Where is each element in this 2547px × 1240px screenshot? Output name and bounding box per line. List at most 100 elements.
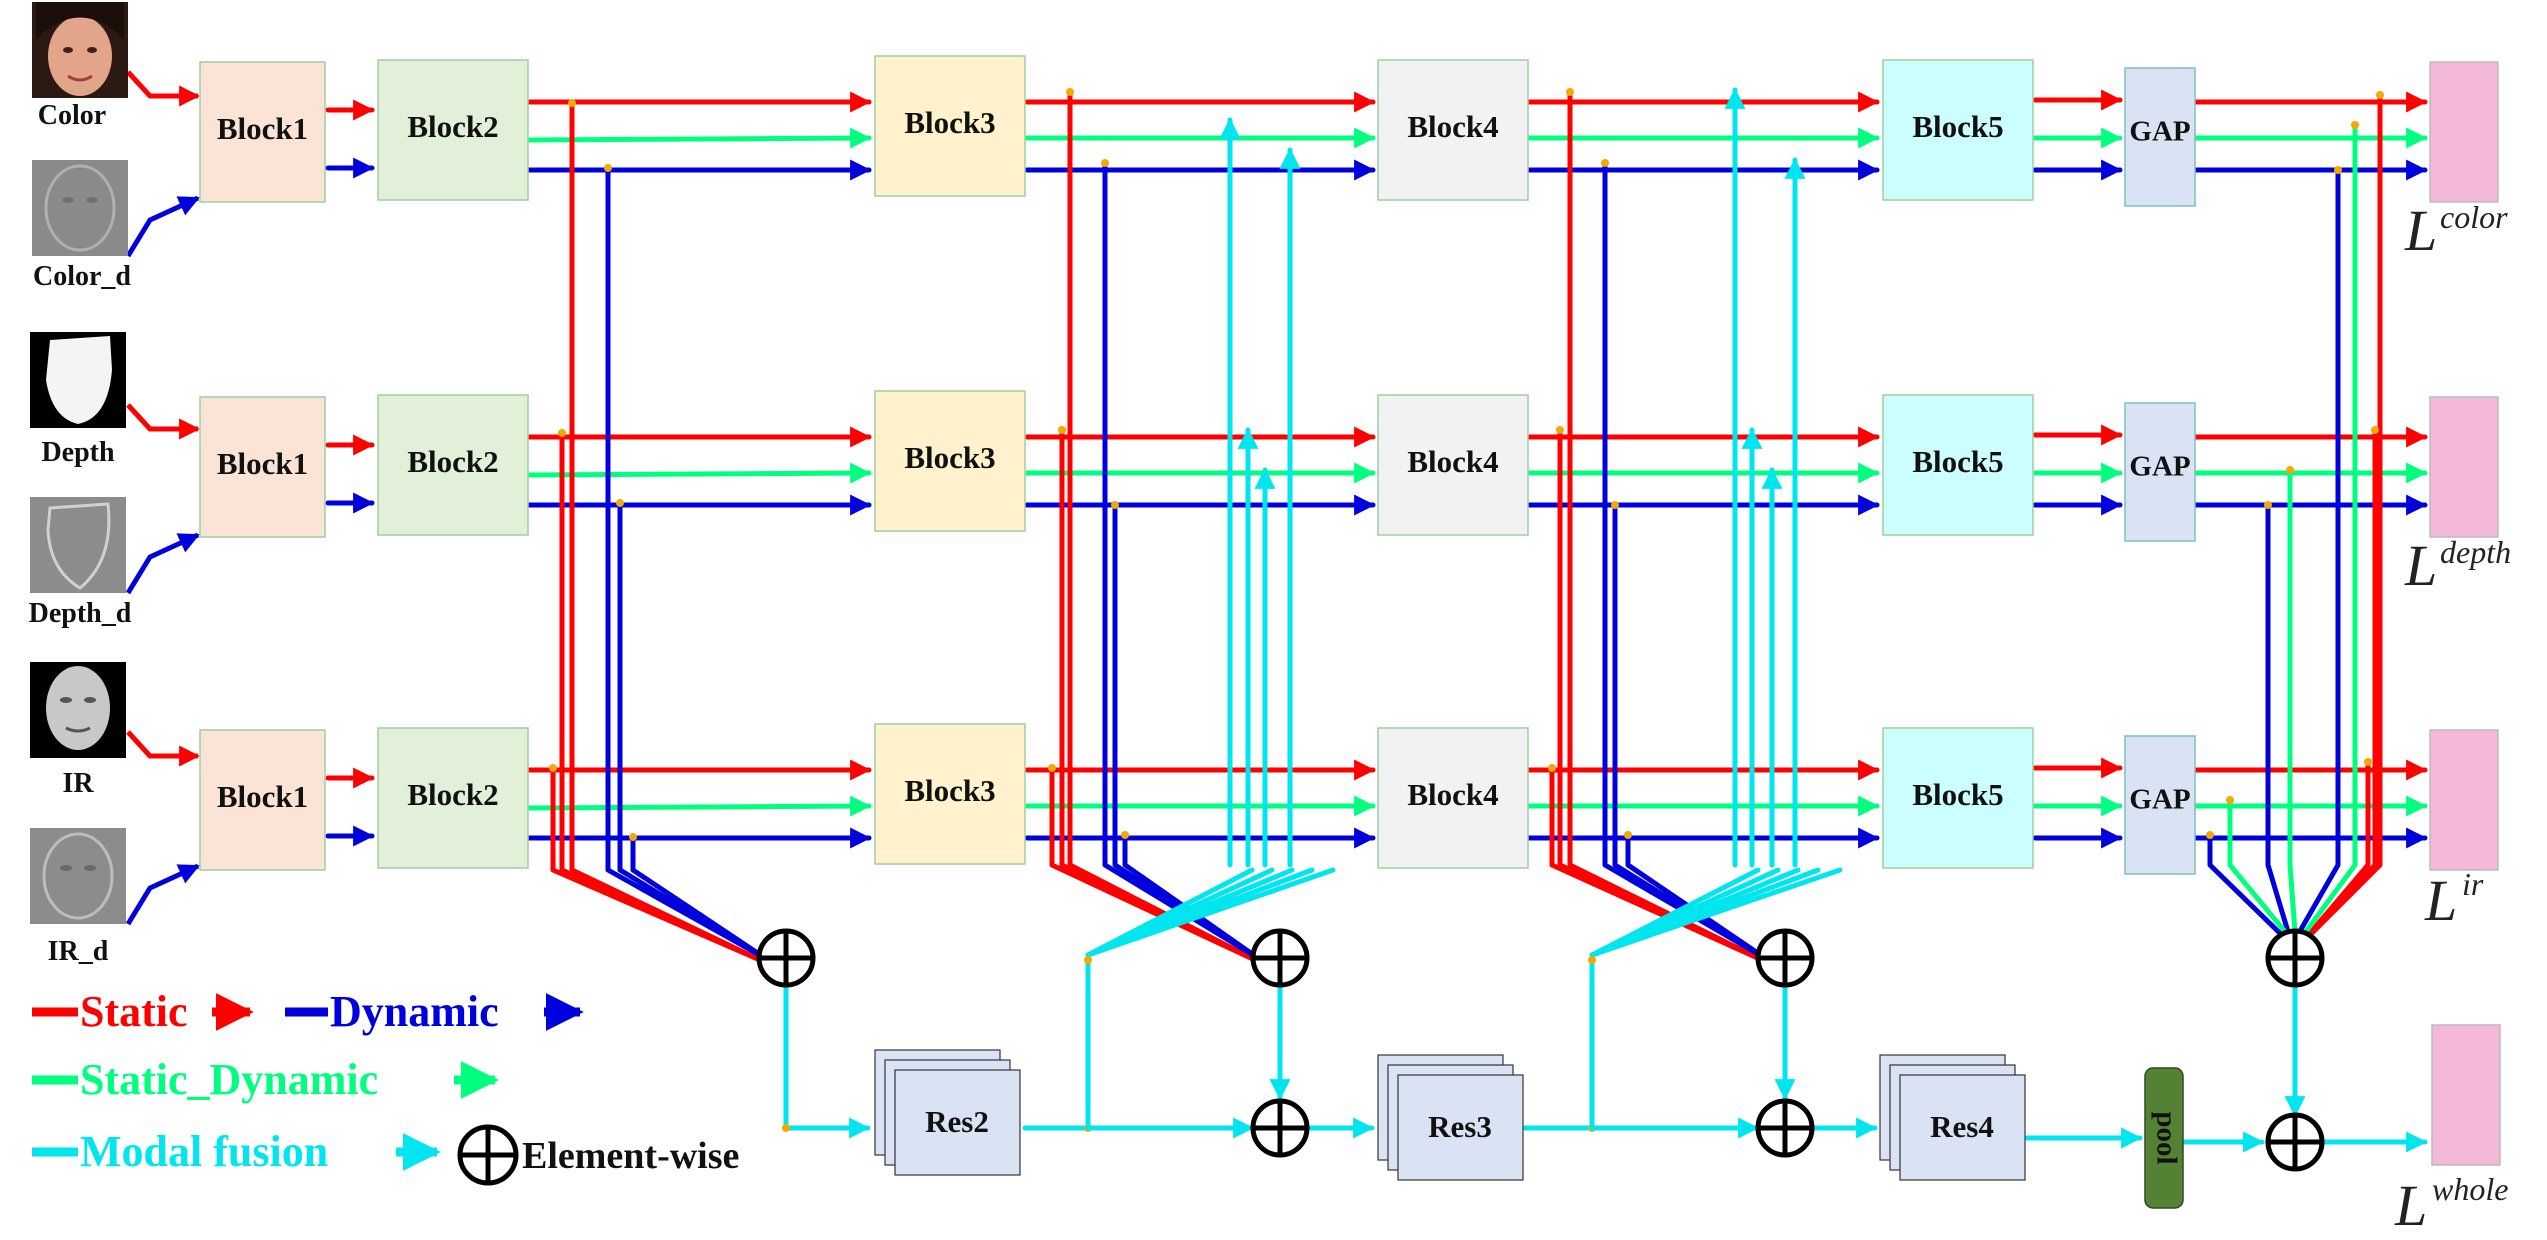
element-wise-icon	[457, 1124, 519, 1186]
sum-fusion3-icon	[1755, 1098, 1815, 1158]
block4-label: Block4	[1407, 777, 1498, 812]
gap-label: GAP	[2129, 116, 2190, 148]
color-d-image	[32, 160, 128, 256]
block3-label: Block3	[904, 105, 995, 140]
input-label-ir-d: IR_d	[48, 936, 109, 967]
junction-dot	[2334, 166, 2342, 174]
res-layer	[1899, 1074, 2026, 1181]
sum-whole-icon	[2265, 1112, 2325, 1172]
junction-dot	[2376, 91, 2384, 99]
depth-d-image	[30, 497, 126, 593]
junction-dot	[568, 99, 576, 107]
block2-label: Block2	[407, 109, 498, 144]
block4-label: Block4	[1407, 109, 1498, 144]
fan-static	[1067, 862, 1258, 963]
fusion-fan	[1589, 867, 1843, 958]
color-face-image	[32, 2, 128, 98]
junction-dot	[1556, 426, 1564, 434]
legend-static-dynamic-label: Static_Dynamic	[80, 1055, 378, 1104]
junction-dot	[549, 764, 557, 772]
svg-text:color: color	[2440, 199, 2508, 235]
block3-box	[874, 723, 1026, 865]
res3-block: Res3	[1377, 1054, 1524, 1181]
junction-dot	[604, 164, 612, 172]
fusion-fan	[1085, 867, 1336, 958]
res4-block-label: Res4	[1930, 1109, 1994, 1144]
input-label-depth-d: Depth_d	[29, 598, 132, 629]
block3-box	[874, 55, 1026, 197]
block5-box	[1882, 727, 2034, 869]
block2-label: Block2	[407, 444, 498, 479]
junction-dot	[782, 1124, 790, 1132]
sum-fusion2-icon	[1250, 1098, 1310, 1158]
loss-color-label: L color	[2404, 198, 2508, 263]
junction-dot	[629, 833, 637, 841]
legend-static-label: Static	[80, 987, 188, 1036]
svg-text:whole: whole	[2432, 1171, 2508, 1207]
fan-static	[569, 867, 763, 963]
fan-static	[2297, 862, 2383, 948]
pool-box	[2144, 1067, 2184, 1209]
junction-dot	[2286, 466, 2294, 474]
legend-element-wise-label: Element-wise	[522, 1135, 739, 1177]
junction-dot	[2226, 796, 2234, 804]
svg-text:L: L	[2404, 533, 2437, 598]
gap-box	[2124, 735, 2196, 875]
input-images	[30, 2, 128, 924]
block4-label: Block4	[1407, 444, 1498, 479]
junction-dot	[2351, 121, 2359, 129]
res2-block: Res2	[874, 1049, 1021, 1176]
junction-dot	[1548, 764, 1556, 772]
ir-d-image	[30, 828, 126, 924]
junction-dot	[1624, 831, 1632, 839]
junction-dot	[1566, 88, 1574, 96]
svg-text:L: L	[2394, 1173, 2427, 1238]
res-layer	[1397, 1074, 1524, 1181]
connection-arrows	[125, 70, 2428, 1153]
junction-dot	[1084, 956, 1092, 964]
junction-dot	[1101, 159, 1109, 167]
junction-dot	[1611, 501, 1619, 509]
static-dynamic-arrow	[525, 127, 872, 149]
block1-box	[199, 396, 326, 538]
legend: Static Dynamic Static_Dynamic Modal fusi…	[32, 982, 739, 1186]
junction-dot	[1111, 501, 1119, 509]
legend-modal-fusion-label: Modal fusion	[80, 1127, 328, 1176]
loss-color-box	[2429, 61, 2499, 203]
pool-label: pool	[2150, 1111, 2182, 1164]
block3-label: Block3	[904, 440, 995, 475]
block3-box	[874, 390, 1026, 532]
input-dynamic-arrow	[125, 863, 200, 926]
input-label-color-d: Color_d	[33, 261, 131, 292]
block1-box	[199, 729, 326, 871]
svg-text:ir: ir	[2462, 866, 2484, 902]
junction-dot	[1121, 831, 1129, 839]
block5-label: Block5	[1912, 777, 2003, 812]
junction-dot	[1066, 88, 1074, 96]
block2-box	[377, 394, 529, 536]
sum-stage2-icon	[1250, 928, 1310, 988]
sum-final-icon	[2265, 928, 2325, 988]
block1-label: Block1	[217, 111, 308, 146]
sum-stage3-icon	[1755, 928, 1815, 988]
junction-dot	[2364, 758, 2372, 766]
input-static-arrow	[126, 730, 201, 767]
svg-text:L: L	[2424, 868, 2457, 933]
block4-box	[1377, 59, 1529, 201]
block3-label: Block3	[904, 773, 995, 808]
junction-dot	[1601, 159, 1609, 167]
ir-image	[30, 662, 126, 758]
junction-dot	[558, 429, 566, 437]
sum-stage1-icon	[756, 928, 816, 988]
block5-label: Block5	[1912, 109, 2003, 144]
junction-dot	[1058, 426, 1066, 434]
block4-box	[1377, 394, 1529, 536]
loss-whole-box	[2431, 1024, 2501, 1166]
gap-label: GAP	[2129, 784, 2190, 816]
gap-box	[2124, 67, 2196, 207]
loss-ir-box	[2429, 729, 2499, 871]
loss-depth-label: L depth	[2404, 533, 2511, 598]
junction-dot	[2206, 831, 2214, 839]
